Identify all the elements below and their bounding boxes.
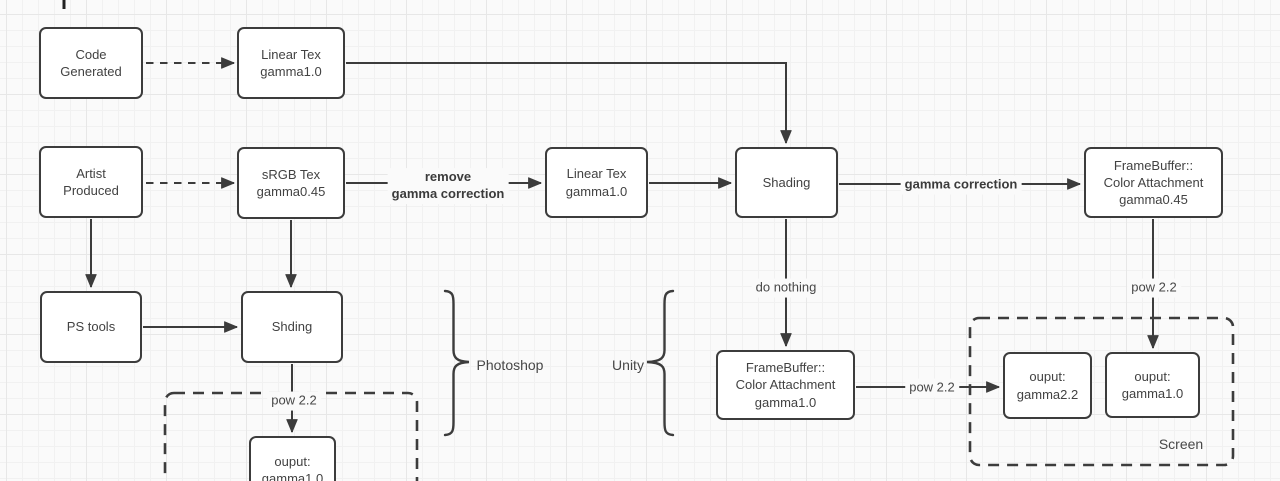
node-ps-output[interactable]: ouput: gamma1.0 — [249, 436, 336, 481]
edge-label-pow22-fb045: pow 2.2 — [1127, 278, 1181, 298]
node-framebuffer-gamma045[interactable]: FrameBuffer:: Color Attachment gamma0.45 — [1084, 147, 1223, 218]
unity-group-label: Unity — [612, 356, 644, 373]
screen-group-label: Screen — [1158, 435, 1204, 452]
unity-brace — [646, 289, 675, 437]
node-screen-output-22[interactable]: ouput: gamma2.2 — [1003, 352, 1092, 419]
node-screen-output-10[interactable]: ouput: gamma1.0 — [1105, 352, 1200, 418]
node-framebuffer-gamma10[interactable]: FrameBuffer:: Color Attachment gamma1.0 — [716, 350, 855, 420]
edge-label-gamma-correction: gamma correction — [900, 175, 1022, 195]
node-code-generated[interactable]: Code Generated — [39, 27, 143, 99]
node-artist-produced[interactable]: Artist Produced — [39, 146, 143, 218]
node-srgb-tex[interactable]: sRGB Tex gamma0.45 — [237, 147, 345, 219]
node-shding[interactable]: Shding — [241, 291, 343, 363]
photoshop-brace — [443, 289, 470, 437]
screen-group-border[interactable] — [968, 316, 1235, 467]
edge-label-remove-gamma-correction: remove gamma correction — [387, 168, 509, 204]
photoshop-group-label: Photoshop — [476, 356, 544, 373]
edge-label-pow22-fb10: pow 2.2 — [905, 378, 959, 398]
edge-label-pow22-shding: pow 2.2 — [267, 391, 321, 411]
node-shading[interactable]: Shading — [735, 147, 838, 218]
node-linear-tex-mid[interactable]: Linear Tex gamma1.0 — [545, 147, 648, 218]
edge-label-do-nothing: do nothing — [751, 278, 821, 298]
edge-linear-tex-top-to-shading[interactable] — [346, 62, 792, 144]
node-ps-tools[interactable]: PS tools — [40, 291, 142, 363]
node-linear-tex-top[interactable]: Linear Tex gamma1.0 — [237, 27, 345, 99]
